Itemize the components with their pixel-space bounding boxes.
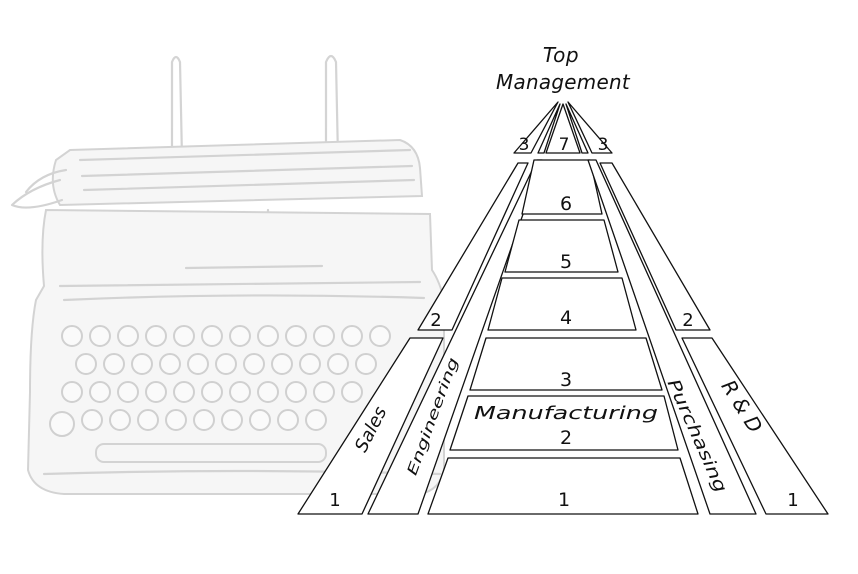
right-level-2-number: 2 — [682, 310, 693, 331]
rnd-level-1-block — [681, 337, 829, 515]
rnd-level-3-block — [567, 101, 613, 154]
purchasing-wedge — [587, 159, 757, 515]
center-level-4-number: 4 — [560, 307, 572, 329]
right-level-3-number: 3 — [598, 135, 609, 155]
center-level-4-block — [487, 277, 637, 331]
center-level-3-block — [469, 337, 663, 391]
center-level-7-number: 7 — [559, 135, 570, 155]
center-level-2-number: 2 — [560, 427, 572, 449]
org-pyramid: Top Management 3 7 3 6 5 4 3 Manufacturi… — [297, 43, 829, 515]
center-level-1-block — [427, 457, 699, 515]
center-level-3-number: 3 — [560, 369, 572, 391]
rnd-level-2-block — [599, 162, 711, 331]
left-level-3-number: 3 — [519, 135, 530, 155]
sales-level-3-block — [513, 101, 559, 154]
center-level-2-block — [449, 395, 679, 451]
center-level-5-block — [504, 219, 619, 273]
left-level-2-number: 2 — [430, 310, 441, 331]
sales-level-2-block — [417, 162, 529, 331]
center-level-5-number: 5 — [560, 251, 572, 273]
top-management-label-line2: Management — [496, 70, 631, 94]
engineering-top-sliver — [537, 103, 561, 154]
left-level-1-number: 1 — [329, 490, 340, 511]
manufacturing-label: Manufacturing — [474, 403, 658, 424]
center-level-1-number: 1 — [558, 489, 570, 511]
center-level-7-block — [545, 103, 581, 154]
top-management-label-line1: Top — [543, 43, 579, 67]
right-level-1-number: 1 — [787, 490, 798, 511]
sales-level-1-block — [297, 337, 444, 515]
purchasing-top-sliver — [565, 103, 589, 154]
center-level-6-number: 6 — [560, 193, 572, 215]
